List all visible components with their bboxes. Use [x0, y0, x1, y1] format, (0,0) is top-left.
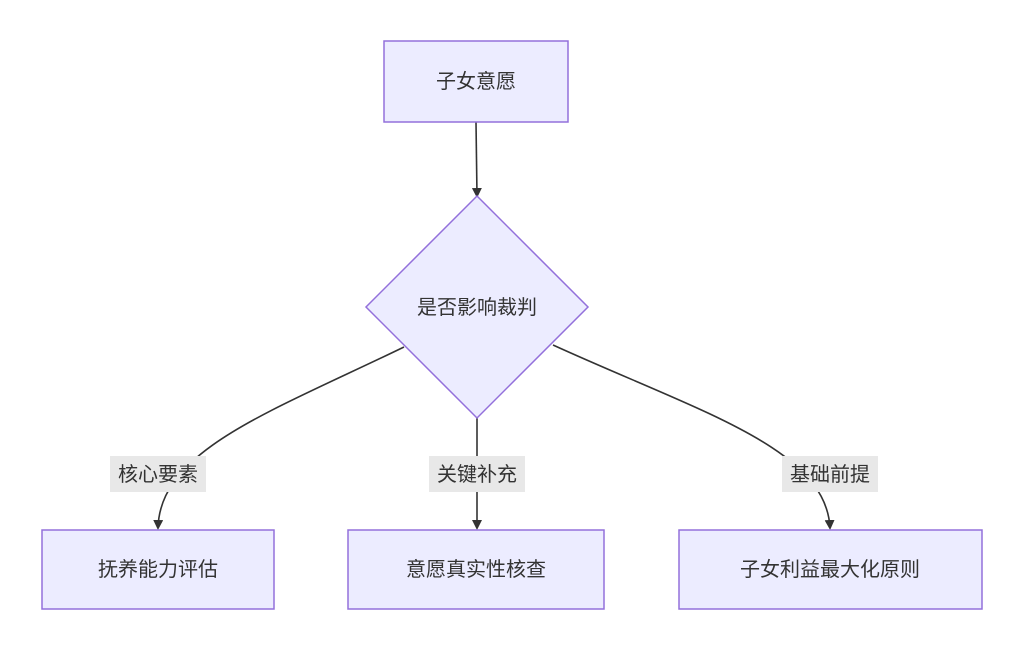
node-middle-label: 意愿真实性核查 [406, 557, 546, 581]
edge-decision-to-left [153, 346, 405, 530]
edge-label-left: 核心要素 [110, 456, 206, 492]
node-left-label: 抚养能力评估 [98, 557, 218, 581]
node-middle: 意愿真实性核查 [347, 529, 605, 610]
edge-decision-to-right [552, 344, 835, 530]
node-left: 抚养能力评估 [41, 529, 275, 610]
node-start-label: 子女意愿 [436, 69, 516, 93]
node-decision: 是否影响裁判 [364, 194, 590, 420]
node-right: 子女利益最大化原则 [678, 529, 983, 610]
edge-start-to-decision [471, 121, 482, 198]
edge-label-left-text: 核心要素 [118, 462, 198, 486]
edge-label-right: 基础前提 [782, 456, 878, 492]
edge-label-right-text: 基础前提 [790, 462, 870, 486]
edge-label-middle: 关键补充 [429, 456, 525, 492]
edge-label-middle-text: 关键补充 [437, 462, 517, 486]
node-start: 子女意愿 [383, 40, 569, 123]
node-decision-label: 是否影响裁判 [417, 295, 537, 319]
node-right-label: 子女利益最大化原则 [740, 557, 920, 581]
